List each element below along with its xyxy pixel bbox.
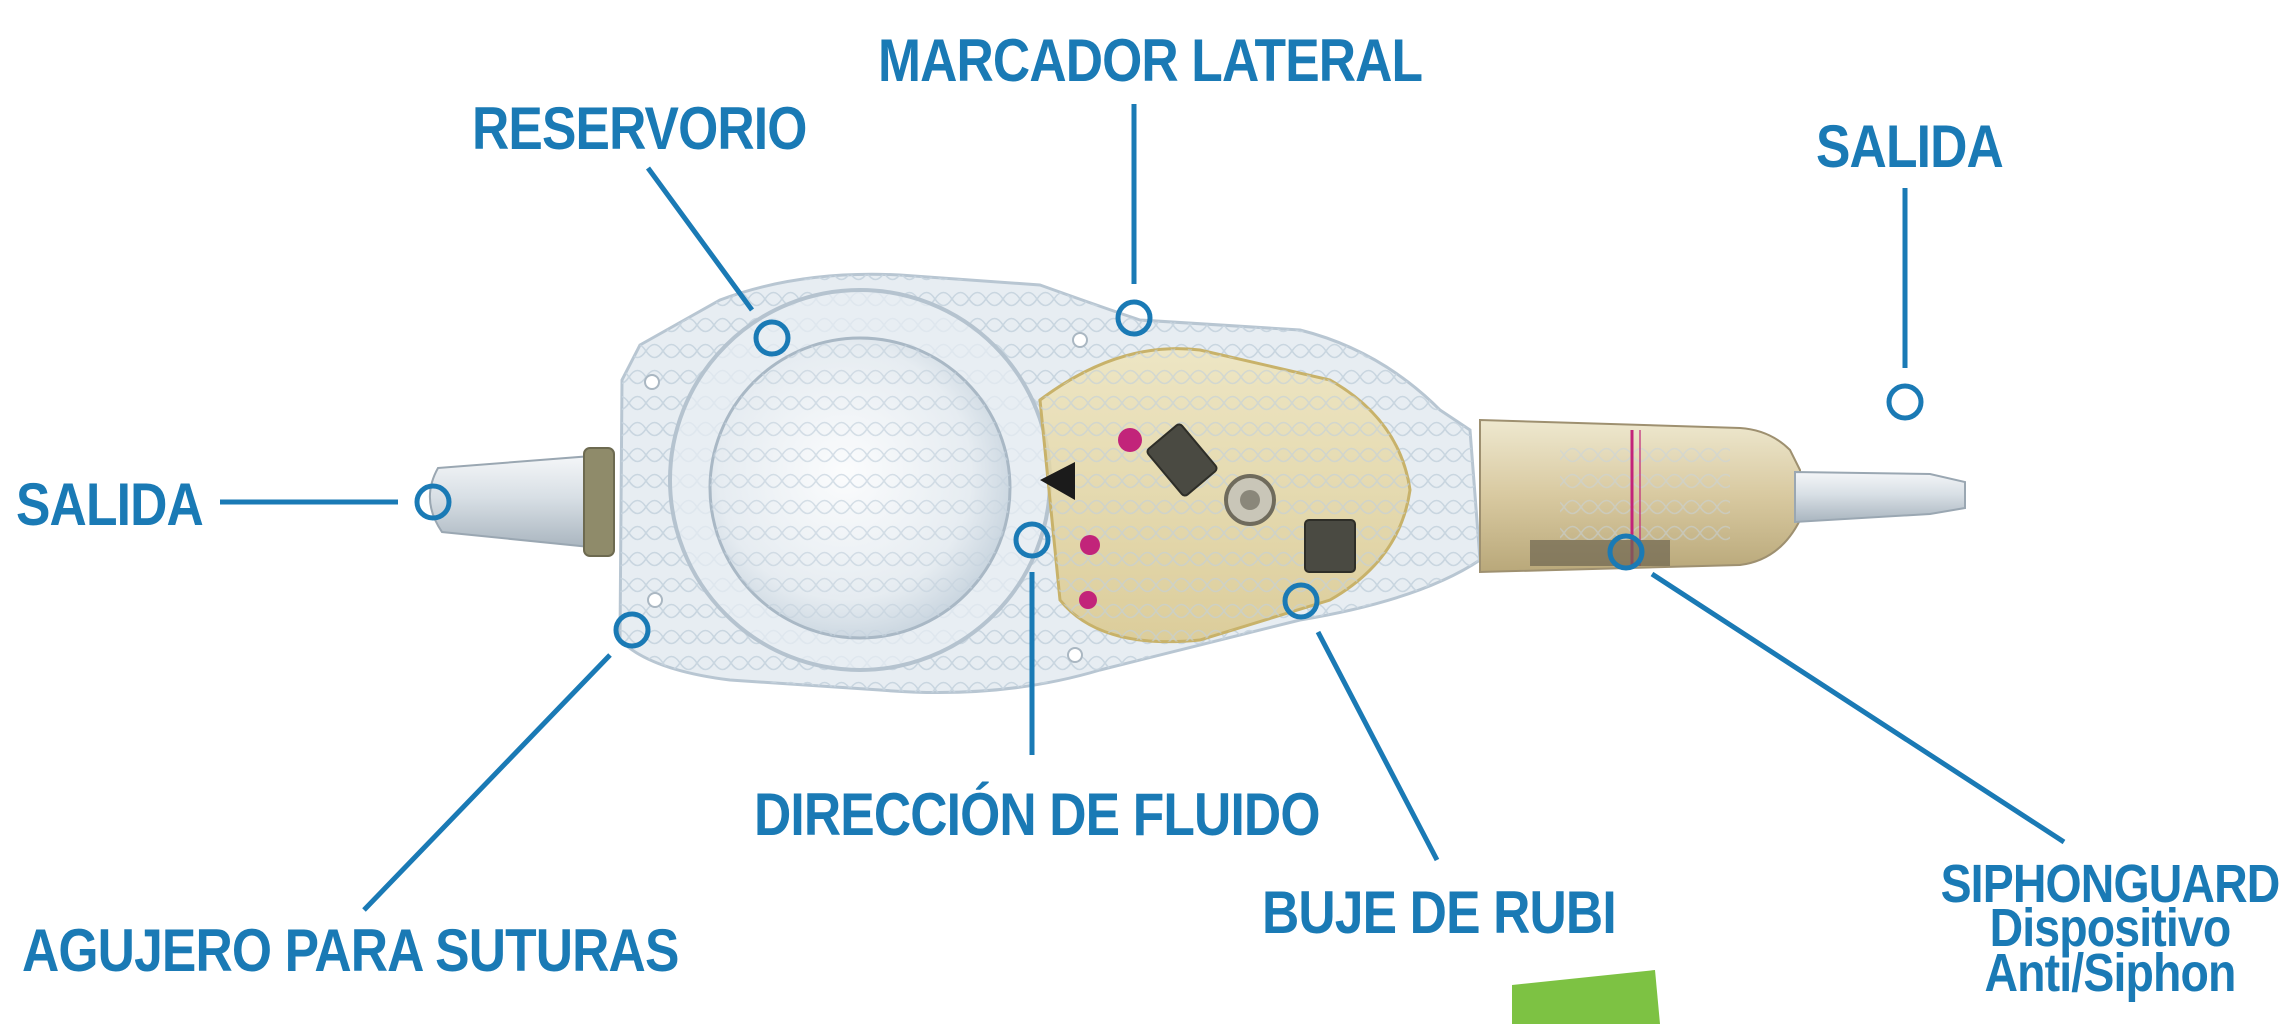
- left-outlet-collar: [584, 448, 614, 556]
- valve-spring-plate: [1305, 520, 1355, 572]
- side-marker: [1080, 535, 1100, 555]
- suture-hole: [645, 375, 659, 389]
- leader-agujero-suturas: [364, 655, 610, 910]
- label-siphonguard: SIPHONGUARD Dispositivo Anti/Siphon: [1929, 862, 2290, 995]
- suture-hole: [1073, 333, 1087, 347]
- label-marcador-lateral: MARCADOR LATERAL: [878, 26, 1422, 95]
- right-outlet-tube: [1795, 472, 1965, 522]
- label-salida-left: SALIDA: [16, 470, 203, 539]
- label-agujero-suturas: AGUJERO PARA SUTURAS: [22, 916, 679, 985]
- label-siphonguard-line3: Anti/Siphon: [1929, 951, 2290, 995]
- leader-buje-rubi: [1318, 632, 1437, 860]
- suture-hole: [1068, 648, 1082, 662]
- green-accent-shape: [1512, 970, 1660, 1024]
- label-direccion-fluido: DIRECCIÓN DE FLUIDO: [754, 780, 1320, 849]
- suture-hole: [648, 593, 662, 607]
- label-buje-rubi: BUJE DE RUBI: [1262, 878, 1616, 947]
- left-outlet-tube: [430, 456, 600, 548]
- label-salida-right: SALIDA: [1816, 112, 2003, 181]
- label-reservorio: RESERVORIO: [472, 94, 807, 163]
- marker-salida-right: [1889, 386, 1921, 418]
- leader-reservorio: [648, 168, 752, 310]
- side-marker: [1079, 591, 1097, 609]
- side-marker: [1118, 428, 1142, 452]
- leader-siphonguard: [1652, 574, 2064, 842]
